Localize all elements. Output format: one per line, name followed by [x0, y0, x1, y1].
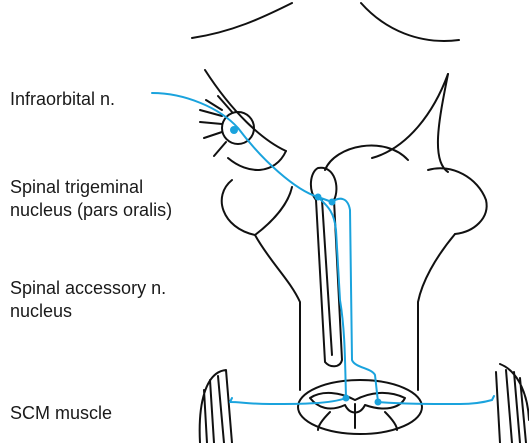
upper-brainstem-outline [205, 70, 448, 158]
lower-cerebellum-outline [228, 74, 448, 172]
accessory-neuron-dot-left [343, 395, 350, 402]
label-spinal-accessory-line2: nucleus [10, 300, 72, 323]
left-scm-muscle [200, 370, 232, 443]
left-accessory-nerve [230, 398, 346, 404]
right-scm-muscle [496, 364, 529, 443]
ganglion-neuron-dot [230, 126, 238, 134]
label-infraorbital-nerve: Infraorbital n. [10, 88, 115, 111]
label-scm-muscle: SCM muscle [10, 402, 112, 425]
medulla-left-outline [255, 235, 300, 390]
medulla-right-outline [418, 234, 455, 390]
trigeminal-neuron-dot-1 [315, 194, 322, 201]
infraorbital-fiber [152, 93, 332, 202]
right-accessory-nerve [378, 396, 494, 404]
grey-matter-horns [318, 412, 397, 430]
left-peduncle-outline [222, 180, 292, 235]
cerebellum-outline [192, 3, 459, 41]
spinal-cord-section [298, 380, 422, 434]
right-peduncle-outline [428, 168, 487, 234]
fourth-ventricle-outline [325, 146, 408, 170]
label-spinal-accessory-line1: Spinal accessory n. [10, 277, 166, 300]
label-spinal-trigeminal-line2: nucleus (pars oralis) [10, 199, 172, 222]
trigeminal-neuron-dot-2 [329, 199, 336, 206]
accessory-neuron-dot-right [375, 399, 382, 406]
label-spinal-trigeminal-line1: Spinal trigeminal [10, 176, 143, 199]
